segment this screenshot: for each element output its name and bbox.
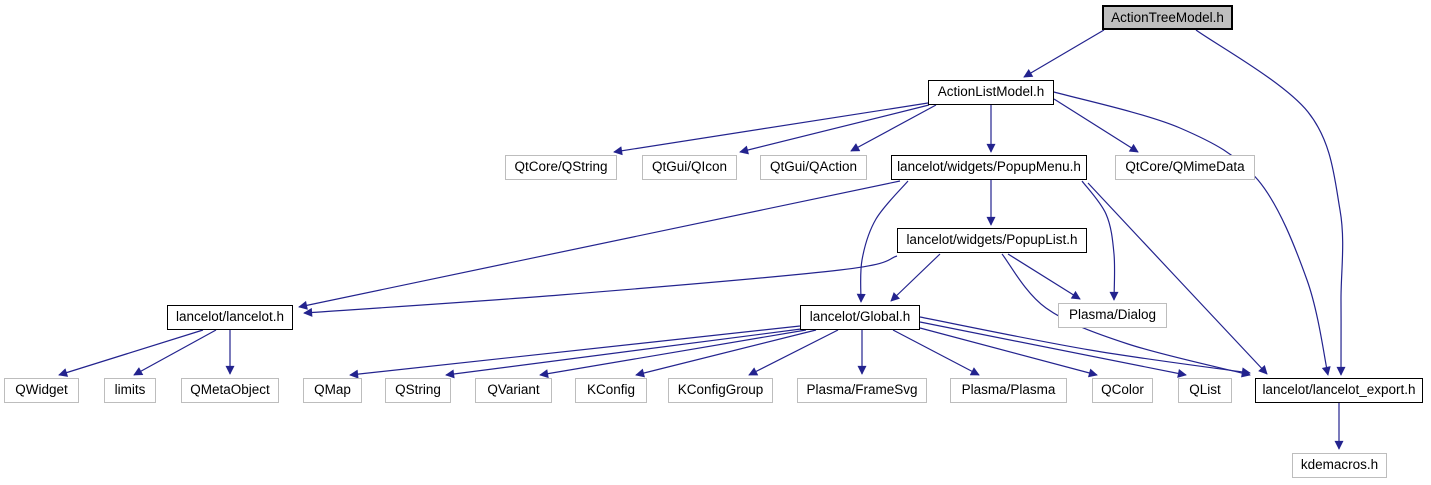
- edge-global-h-qmap: [349, 325, 801, 379]
- node-label: QtGui/QIcon: [651, 159, 728, 174]
- edge-popupmenu-lancelot-export: [1087, 182, 1268, 375]
- node-label: QMap: [314, 382, 351, 397]
- node-global-h[interactable]: lancelot/Global.h: [800, 305, 920, 330]
- node-label: QtCore/QMimeData: [1125, 159, 1245, 174]
- node-label: lancelot/lancelot_export.h: [1262, 382, 1416, 397]
- edge-popuplist-lancelot-export: [1001, 253, 1251, 378]
- edge-popuplist-lancelot-h: [303, 255, 898, 317]
- node-label: QList: [1189, 382, 1221, 397]
- node-label: QWidget: [15, 382, 68, 397]
- edge-global-h-lancelot-export: [919, 316, 1251, 377]
- node-label: QtCore/QString: [514, 159, 608, 174]
- edge-lancelot-h-qwidget: [58, 329, 204, 377]
- node-qtcore-qmimedata: QtCore/QMimeData: [1115, 155, 1255, 180]
- edge-global-h-qvariant: [539, 329, 807, 379]
- node-label: Plasma/FrameSvg: [806, 382, 918, 397]
- node-qlist: QList: [1178, 378, 1232, 403]
- edge-popupmenu-plasma-dialog: [1081, 180, 1119, 301]
- node-actionlistmodel[interactable]: ActionListModel.h: [928, 80, 1054, 105]
- node-plasma-dialog: Plasma/Dialog: [1058, 303, 1167, 328]
- edge-global-h-qcolor: [919, 327, 1098, 378]
- node-label: Plasma/Dialog: [1068, 307, 1157, 322]
- node-qtcore-qstring: QtCore/QString: [505, 155, 617, 180]
- edge-actionlistmodel-qtcore-qmimedata: [1053, 98, 1139, 153]
- node-qwidget: QWidget: [4, 378, 79, 403]
- node-label: limits: [114, 382, 146, 397]
- node-label: kdemacros.h: [1300, 457, 1379, 472]
- node-plasma-plasma: Plasma/Plasma: [950, 378, 1067, 403]
- edge-popuplist-plasma-dialog: [1007, 253, 1081, 300]
- node-kconfig: KConfig: [575, 378, 647, 403]
- edge-actiontreemodel-actionlistmodel: [1023, 29, 1105, 78]
- node-kdemacros: kdemacros.h: [1292, 453, 1387, 478]
- edge-actionlistmodel-qtgui-qaction: [850, 104, 937, 152]
- node-label: lancelot/Global.h: [809, 309, 911, 324]
- edge-global-h-kconfiggroup: [748, 329, 839, 376]
- edge-global-h-qstring: [445, 328, 802, 379]
- node-label: QtGui/QAction: [769, 159, 858, 174]
- edge-global-h-plasma-plasma: [892, 329, 980, 376]
- node-label: KConfigGroup: [677, 382, 764, 397]
- node-lancelot-h[interactable]: lancelot/lancelot.h: [167, 305, 293, 330]
- node-label: lancelot/widgets/PopupMenu.h: [897, 159, 1081, 174]
- edge-actiontreemodel-lancelot-export: [1195, 29, 1346, 376]
- node-plasma-framesvg: Plasma/FrameSvg: [797, 378, 927, 403]
- node-label: lancelot/widgets/PopupList.h: [906, 232, 1078, 247]
- node-qcolor: QColor: [1092, 378, 1153, 403]
- node-label: ActionTreeModel.h: [1111, 10, 1224, 25]
- node-label: Plasma/Plasma: [961, 382, 1056, 397]
- edge-global-h-kconfig: [635, 329, 817, 378]
- node-label: QMetaObject: [190, 382, 270, 397]
- node-lancelot-export[interactable]: lancelot/lancelot_export.h: [1255, 378, 1423, 403]
- node-qstring: QString: [385, 378, 451, 403]
- edge-actionlistmodel-lancelot-export: [1053, 91, 1331, 376]
- node-label: QString: [395, 382, 441, 397]
- node-label: QVariant: [487, 382, 540, 397]
- node-popupmenu[interactable]: lancelot/widgets/PopupMenu.h: [891, 155, 1087, 180]
- edge-popuplist-global-h: [890, 253, 941, 302]
- node-popuplist[interactable]: lancelot/widgets/PopupList.h: [897, 228, 1087, 253]
- node-label: QColor: [1101, 382, 1144, 397]
- edge-popupmenu-lancelot-h: [298, 180, 901, 310]
- node-label: KConfig: [586, 382, 636, 397]
- edge-actionlistmodel-qtcore-qstring: [613, 102, 929, 156]
- node-qtgui-qaction: QtGui/QAction: [760, 155, 867, 180]
- node-kconfiggroup: KConfigGroup: [668, 378, 773, 403]
- node-qmetaobject: QMetaObject: [181, 378, 279, 403]
- edge-popupmenu-global-h: [856, 180, 909, 303]
- node-limits: limits: [104, 378, 156, 403]
- node-label: lancelot/lancelot.h: [175, 309, 285, 324]
- node-qmap: QMap: [303, 378, 362, 403]
- edge-global-h-qlist: [919, 321, 1187, 378]
- node-label: ActionListModel.h: [937, 84, 1045, 99]
- edge-actionlistmodel-qtgui-qicon: [739, 104, 930, 155]
- edge-lancelot-h-limits: [133, 329, 217, 376]
- node-actiontreemodel: ActionTreeModel.h: [1102, 5, 1233, 30]
- node-qvariant: QVariant: [475, 378, 552, 403]
- node-qtgui-qicon: QtGui/QIcon: [642, 155, 737, 180]
